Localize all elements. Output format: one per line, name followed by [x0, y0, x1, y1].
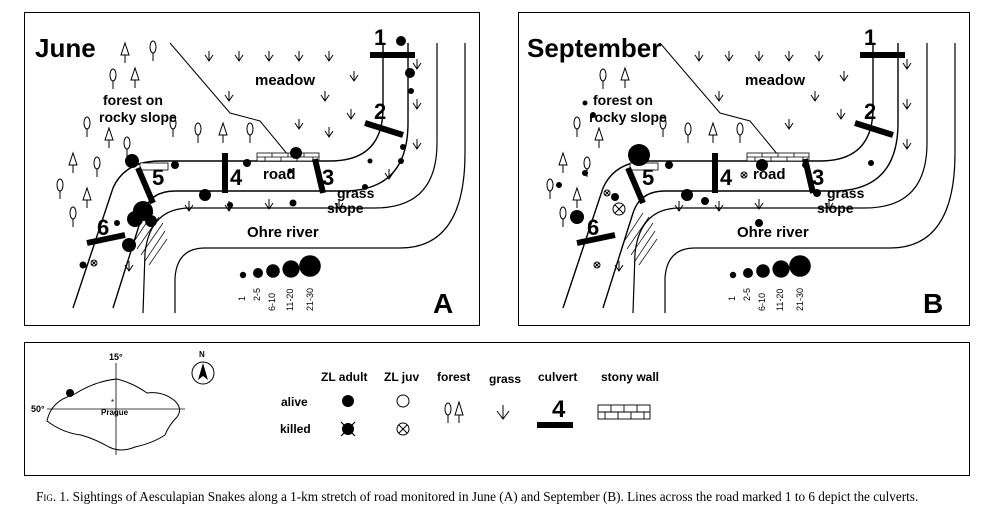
stony-wall-legend-symbol [597, 404, 651, 420]
culvert-number: 3 [322, 165, 334, 190]
legend-box: 15° 50° Prague * N ZL adult ZL juv fores… [24, 342, 970, 476]
forest-label: forest on [103, 92, 163, 108]
forest-legend-symbol [444, 400, 464, 423]
panel-month: June [35, 33, 96, 63]
snake-sightings-killed [90, 259, 98, 267]
culvert-number: 6 [587, 215, 599, 240]
scale-label: 21-30 [305, 288, 315, 311]
panel-september-map: 1 2 3 4 5 6 [527, 25, 956, 319]
snake-sightings-alive [79, 36, 415, 269]
size-scale [239, 255, 321, 279]
legend-grass: grass [489, 372, 521, 386]
road-label: road [753, 166, 786, 183]
meadow-label: meadow [745, 72, 805, 89]
culvert-number: 6 [97, 215, 109, 240]
scale-label: 2-5 [252, 288, 262, 301]
scale-label: 1 [727, 296, 737, 301]
panel-letter: B [923, 288, 943, 319]
culvert-number: 3 [812, 165, 824, 190]
legend-killed: killed [280, 422, 311, 436]
forest-boundary [169, 42, 294, 162]
culvert-numbers: 1 2 3 4 5 6 [587, 25, 876, 240]
culvert-number: 5 [642, 165, 654, 190]
killed-juvenile-symbol [396, 422, 410, 436]
legend-svg: 15° 50° Prague * N ZL adult ZL juv fores… [31, 350, 659, 455]
forest-symbols [56, 40, 254, 227]
grass-label: grass [337, 185, 375, 201]
map-latitude: 50° [31, 404, 45, 414]
grass-symbols [124, 51, 422, 272]
legend-zl-juv: ZL juv [384, 370, 419, 384]
culvert-number: 1 [374, 25, 386, 50]
culvert-number: 5 [152, 165, 164, 190]
culverts [576, 52, 905, 246]
legend-forest: forest [437, 370, 470, 384]
culvert-number: 2 [864, 99, 876, 124]
river-banks [632, 43, 956, 314]
culvert-number: 4 [720, 165, 733, 190]
snake-sightings-alive [556, 100, 874, 227]
scale-label: 1 [237, 296, 247, 301]
figure-label: Fig. 1. [36, 489, 70, 504]
grass-symbols [614, 51, 912, 272]
alive-juvenile-symbol [396, 394, 410, 408]
grass-legend-symbol [496, 405, 510, 420]
river-label: Ohre river [737, 224, 809, 241]
map-city: Prague [101, 408, 129, 417]
culverts [86, 52, 415, 246]
culvert-number: 2 [374, 99, 386, 124]
grass-label: grass [827, 185, 865, 201]
figure-caption: Fig. 1. Sightings of Aesculapian Snakes … [36, 489, 976, 504]
scale-labels: 1 2-5 6-10 11-20 21-30 [727, 288, 805, 311]
legend-stony-wall: stony wall [601, 370, 659, 384]
river-label: Ohre river [247, 224, 319, 241]
scale-label: 6-10 [267, 293, 277, 311]
forest-label: forest on [593, 92, 653, 108]
legend-alive: alive [281, 395, 308, 409]
meadow-label: meadow [255, 72, 315, 89]
culvert-number: 4 [230, 165, 243, 190]
map-longitude: 15° [109, 352, 123, 362]
scale-label: 2-5 [742, 288, 752, 301]
caption-text: Sightings of Aesculapian Snakes along a … [72, 489, 919, 504]
snake-sightings-killed [593, 171, 748, 269]
river-banks [142, 43, 466, 314]
legend-culvert-number: 4 [552, 396, 566, 423]
culvert-number: 1 [864, 25, 876, 50]
scale-labels: 1 2-5 6-10 11-20 21-30 [237, 288, 315, 311]
road-label: road [263, 166, 296, 183]
panel-june-map: 1 2 3 4 5 6 [35, 25, 466, 319]
alive-adult-symbol [342, 395, 354, 407]
panel-month: September [527, 33, 661, 63]
hatch-area [622, 212, 658, 266]
czech-map: 15° 50° Prague * N [31, 350, 215, 455]
forest-label: rocky slope [589, 109, 667, 125]
killed-adult-symbol [340, 421, 356, 437]
north-label: N [199, 350, 205, 359]
compass-icon [191, 361, 215, 385]
scale-label: 11-20 [775, 289, 785, 311]
panel-september: 1 2 3 4 5 6 [518, 12, 970, 326]
scale-label: 11-20 [285, 289, 295, 311]
legend-culvert: culvert [538, 370, 577, 384]
panel-june: 1 2 3 4 5 6 [24, 12, 480, 326]
scale-label: 21-30 [795, 288, 805, 311]
grass-label: slope [327, 200, 364, 216]
size-scale [729, 255, 811, 279]
culvert-numbers: 1 2 3 4 5 6 [97, 25, 386, 240]
city-marker: * [111, 398, 114, 407]
panel-letter: A [433, 288, 453, 319]
forest-boundary [659, 42, 784, 162]
forest-symbols [546, 66, 744, 227]
grass-label: slope [817, 200, 854, 216]
forest-label: rocky slope [99, 109, 177, 125]
scale-label: 6-10 [757, 293, 767, 311]
legend-zl-adult: ZL adult [321, 370, 367, 384]
